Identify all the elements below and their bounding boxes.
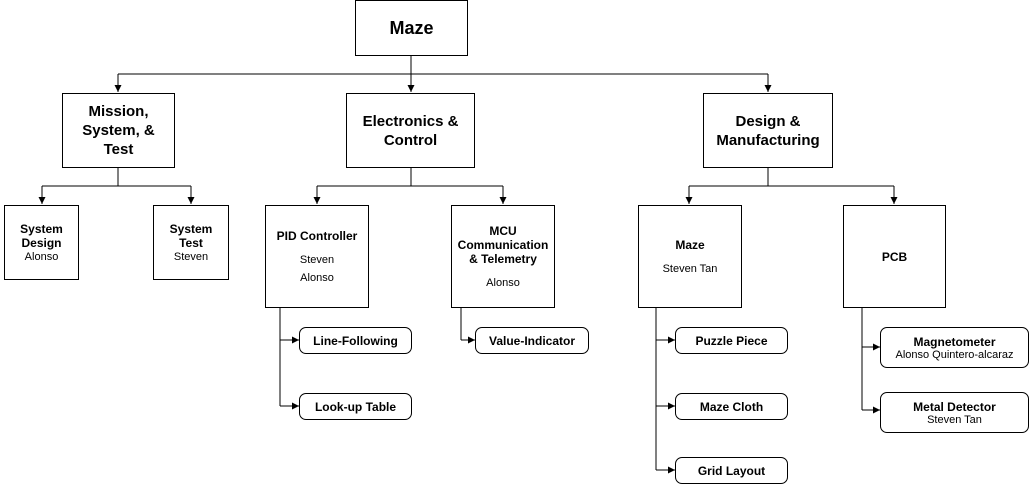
node-title: Design & Manufacturing [716,112,820,149]
node-title: Mission, System, & Test [82,103,155,158]
task-label: Grid Layout [697,463,766,478]
task-maze-cloth: Maze Cloth [675,393,788,420]
task-owner: Alonso Quintero-alcaraz [895,348,1014,361]
task-label: Value-Indicator [488,333,576,348]
node-mission-system-test: Mission, System, & Test [62,93,175,168]
node-title: MCU Communication & Telemetry [457,223,549,266]
task-line-following: Line-Following [299,327,412,354]
node-owner: Steven Tan [662,262,718,275]
root-node-maze: Maze [355,0,468,56]
node-owner: Steven [173,250,209,263]
node-title: Electronics & Control [362,112,459,149]
node-owner: Alonso [486,276,520,289]
node-title: System Test [169,221,213,250]
node-pcb: PCB [843,205,946,308]
node-owner: Steven [299,253,335,266]
task-label: Line-Following [313,333,398,348]
task-value-indicator: Value-Indicator [475,327,589,354]
task-puzzle-piece: Puzzle Piece [675,327,788,354]
task-metal-detector: Metal Detector Steven Tan [880,392,1029,433]
task-label: Look-up Table [314,399,397,414]
task-magnetometer: Magnetometer Alonso Quintero-alcaraz [880,327,1029,368]
task-label: Metal Detector [913,399,996,414]
node-pid-controller: PID Controller Steven Alonso [265,205,369,308]
node-system-test: System Test Steven [153,205,229,280]
task-owner: Steven Tan [927,413,982,426]
task-label: Maze Cloth [699,399,764,414]
node-maze: Maze Steven Tan [638,205,742,308]
task-lookup-table: Look-up Table [299,393,412,420]
node-title: Maze [675,237,705,252]
node-electronics-control: Electronics & Control [346,93,475,168]
node-owner: Alonso [300,271,334,284]
node-mcu-communication: MCU Communication & Telemetry Alonso [451,205,555,308]
task-label: Magnetometer [913,334,996,349]
root-title: Maze [389,17,434,38]
task-label: Puzzle Piece [695,333,768,348]
node-title: System Design [20,221,63,250]
task-grid-layout: Grid Layout [675,457,788,484]
node-system-design: System Design Alonso [4,205,79,280]
node-design-manufacturing: Design & Manufacturing [703,93,833,168]
node-title: PID Controller [276,228,358,243]
node-title: PCB [881,250,908,264]
node-owner: Alonso [24,250,59,263]
